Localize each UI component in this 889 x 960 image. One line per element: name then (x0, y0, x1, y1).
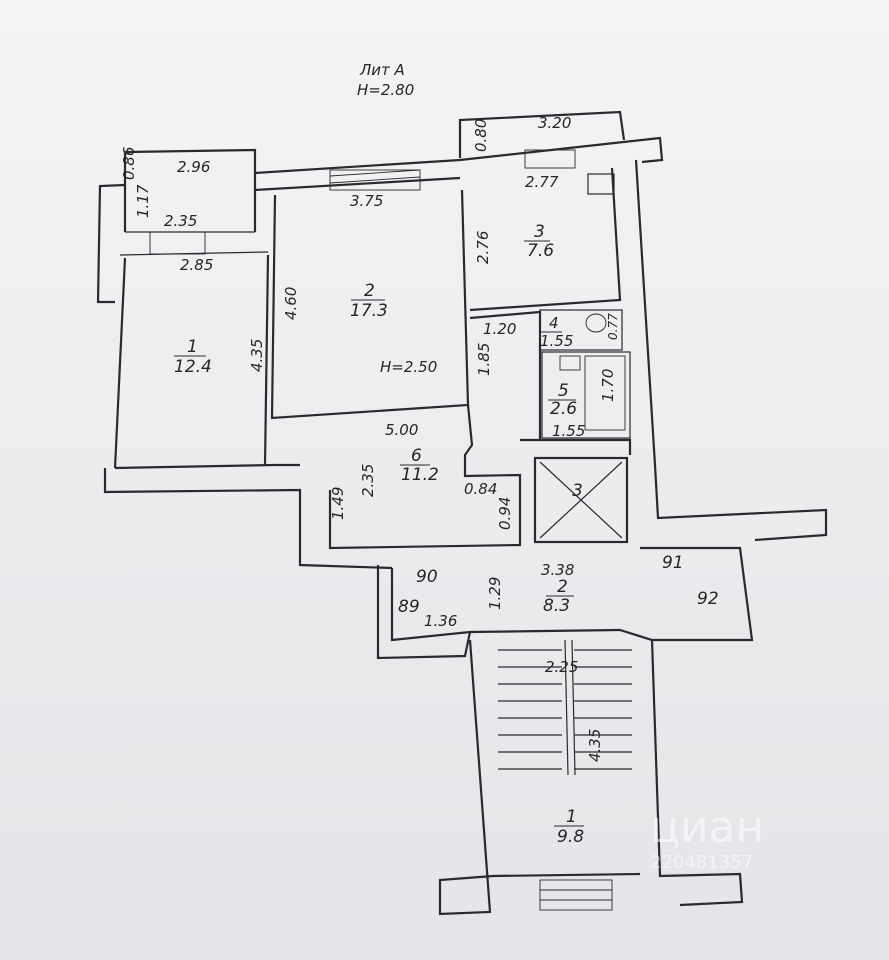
room6-niche-width: 0.84 (464, 480, 497, 498)
shaft-x2 (539, 461, 623, 539)
windows (149, 149, 613, 911)
balcony-right-depth: 0.80 (472, 119, 490, 152)
walls (96, 110, 828, 916)
lit-label: Лит А (359, 61, 405, 79)
room1-top (119, 251, 269, 256)
hall-width: 3.38 (541, 561, 574, 579)
room2-number: 2 (364, 281, 375, 301)
stair-right (650, 639, 744, 907)
balcony-left-length: 2.96 (177, 158, 210, 176)
room6-right (520, 438, 632, 455)
room5-box (541, 351, 631, 439)
right-balcony-wall (458, 110, 626, 158)
facade-wall (254, 136, 664, 175)
window-stair (539, 879, 613, 911)
room4-box (539, 309, 623, 351)
room6-side: 1.49 (329, 487, 347, 520)
left-balcony-wall (123, 148, 257, 232)
room1-area: 12.4 (174, 357, 212, 377)
stair-length: 4.35 (586, 729, 604, 762)
partition-1-2 (263, 254, 270, 466)
hall-depth: 1.29 (486, 577, 504, 610)
room5-tub-length: 1.70 (599, 369, 617, 402)
watermark-brand: циан (650, 802, 764, 853)
hall-area: 8.3 (543, 596, 570, 616)
room5-side: 1.85 (475, 343, 493, 376)
stair-divider-1 (564, 639, 569, 776)
room4-area: 1.55 (540, 332, 573, 350)
bathtub (584, 355, 626, 431)
stair-steps (498, 649, 632, 770)
hall-small: 1.36 (424, 612, 457, 630)
room3-width: 2.77 (525, 173, 559, 191)
room4-depth: 0.77 (606, 313, 620, 340)
room6-width: 5.00 (385, 421, 418, 439)
window-room3 (524, 149, 576, 169)
room2-length: 4.60 (282, 287, 300, 320)
room2-area: 17.3 (350, 301, 388, 321)
room6-walls (328, 404, 522, 550)
room1-bottom (114, 463, 300, 470)
stove-icon (587, 173, 615, 195)
hall-walls (390, 546, 754, 642)
right-outer-wall (634, 159, 828, 542)
room5-width: 1.55 (552, 422, 585, 440)
room4-number: 4 (549, 314, 559, 332)
door-89: 89 (398, 597, 420, 617)
stair-bottom (492, 872, 641, 878)
watermark-id: 220481357 (650, 852, 753, 873)
bottom-left-wall (103, 468, 393, 570)
room1-length: 4.35 (248, 339, 266, 372)
room6-area: 11.2 (401, 465, 439, 485)
room3-area: 7.6 (527, 241, 554, 261)
room6-niche-depth: 0.94 (496, 497, 514, 530)
room1-left-wall (113, 257, 127, 469)
room5-area: 2.6 (550, 399, 577, 419)
door-90: 90 (416, 567, 438, 587)
shaft-box (533, 456, 629, 544)
room4-width: 1.20 (483, 320, 516, 338)
ceiling-height: H=2.80 (357, 81, 414, 99)
balcony-right-length: 3.20 (538, 114, 571, 132)
room1-width: 2.85 (180, 256, 213, 274)
left-stub (96, 183, 126, 304)
stair-area: 9.8 (557, 827, 584, 847)
hall-number: 2 (557, 577, 568, 597)
room3-walls (469, 167, 622, 312)
stair-width: 2.25 (545, 658, 578, 676)
room3-number: 3 (534, 222, 545, 242)
room5-number: 5 (558, 381, 569, 401)
watermark: циан 220481357 (650, 802, 764, 873)
facade-inner (254, 176, 461, 192)
room1-number: 1 (187, 337, 198, 357)
room2-walls (270, 189, 470, 420)
room3-length: 2.76 (474, 231, 492, 264)
shaft-label: 3 (572, 481, 583, 501)
door-91: 91 (662, 553, 684, 573)
balcony-left-side: 1.17 (134, 184, 152, 218)
room2-height: H=2.50 (380, 358, 437, 376)
window-room1 (149, 231, 206, 255)
balcony-left-inner: 2.35 (164, 212, 197, 230)
balcony-left-depth: 0.86 (120, 147, 138, 180)
room6-length: 2.35 (359, 464, 377, 497)
window-room2 (329, 169, 421, 191)
room2-width: 3.75 (350, 192, 383, 210)
door-92: 92 (697, 589, 719, 609)
sink (559, 355, 581, 371)
room6-number: 6 (411, 446, 422, 466)
stair-number: 1 (566, 807, 577, 827)
stair-left (438, 639, 494, 916)
toilet (585, 313, 607, 333)
hall-left-outer (376, 565, 472, 660)
